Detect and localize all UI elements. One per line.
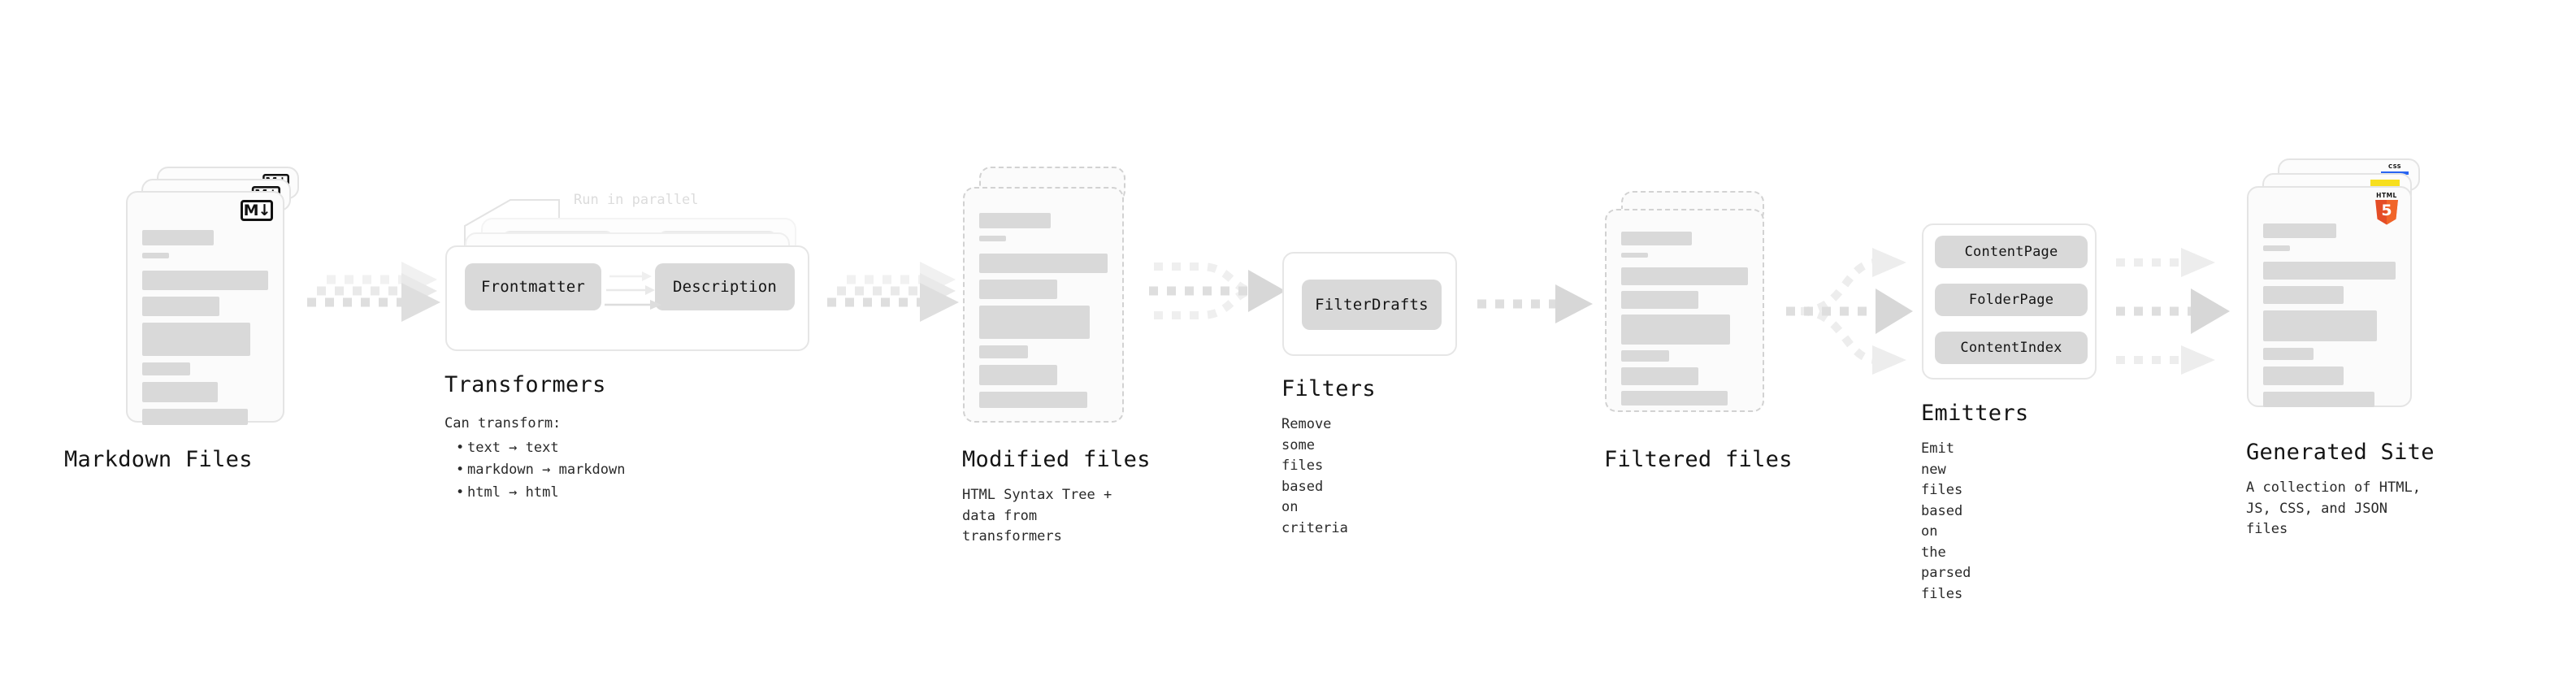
- content-bar: [2263, 367, 2344, 385]
- emitter-pill-contentpage[interactable]: ContentPage: [1935, 236, 2088, 268]
- emitters-description: Emit new files based on the parsed files: [1921, 440, 1971, 602]
- html5-icon-digit: 5: [2381, 201, 2392, 219]
- filtered-card-content: [1607, 210, 1763, 410]
- filter-pill-filterdrafts[interactable]: FilterDrafts: [1302, 280, 1442, 330]
- transformers-description-intro: Can transform:: [445, 415, 562, 432]
- content-bar: [979, 365, 1058, 385]
- content-bar: [1621, 291, 1699, 309]
- content-bar: [979, 254, 1108, 273]
- run-in-parallel-hint: Run in parallel: [574, 192, 699, 208]
- content-bar: [979, 280, 1058, 299]
- transformers-description: Can transform: text → text markdown → ma…: [445, 413, 625, 504]
- content-bar: [1621, 314, 1731, 345]
- filters-panel: FilterDrafts: [1282, 252, 1457, 356]
- content-bar: [142, 409, 249, 425]
- content-bar: [142, 362, 190, 375]
- transformer-panel-front: Frontmatter Description: [445, 245, 809, 351]
- stage-title-emitters: Emitters: [1921, 401, 2029, 426]
- content-bar: [979, 345, 1029, 358]
- generated-site-description: A collection of HTML, JS, CSS, and JSON …: [2246, 479, 2421, 537]
- content-bar: [979, 213, 1052, 228]
- modified-card-front: [963, 187, 1124, 423]
- content-bar: [979, 236, 1007, 241]
- content-bar: [1621, 350, 1670, 362]
- content-bar: [2263, 286, 2344, 304]
- arrow-transformers-to-modified: [827, 262, 959, 322]
- arrow-modified-to-filters: [1149, 262, 1286, 319]
- transformer-inner-arrows: [605, 271, 661, 310]
- content-bar: [1621, 253, 1648, 258]
- stage-title-modified-files: Modified files: [962, 447, 1151, 472]
- stage-title-filtered-files: Filtered files: [1604, 447, 1793, 472]
- modified-files-description: HTML Syntax Tree + data from transformer…: [962, 487, 1112, 544]
- arrow-markdown-to-transformers: [307, 262, 440, 322]
- content-bar: [142, 253, 169, 258]
- content-bar: [1621, 232, 1693, 245]
- html5-icon-label: HTML: [2376, 192, 2397, 199]
- site-card-content: [2249, 188, 2410, 407]
- markdown-icon: M↓: [241, 200, 273, 221]
- stage-generated-site: CSS JS HTML 5: [2246, 158, 2434, 537]
- content-bar: [142, 382, 218, 402]
- stage-markdown-files: M↓ M↓ M↓: [64, 167, 301, 472]
- filtered-card-stack: [1605, 191, 1780, 435]
- site-card-front-html: HTML 5: [2247, 186, 2412, 407]
- content-bar: [1621, 391, 1728, 406]
- transformer-input-pill[interactable]: Frontmatter: [465, 263, 601, 310]
- stage-title-generated-site: Generated Site: [2246, 440, 2435, 465]
- emitters-panel: ContentPage FolderPage ContentIndex: [1922, 223, 2097, 380]
- content-bar: [979, 306, 1090, 339]
- transformers-bullet-item: text → text: [456, 437, 625, 460]
- site-card-stack: CSS JS HTML 5: [2247, 158, 2434, 435]
- modified-card-content: [965, 189, 1122, 421]
- content-bar: [142, 297, 219, 316]
- content-bar: [142, 271, 268, 290]
- content-bar: [979, 392, 1087, 408]
- emitter-pill-folderpage[interactable]: FolderPage: [1935, 284, 2088, 316]
- arrow-emitters-to-site: [2116, 248, 2230, 375]
- markdown-icon-glyph: M↓: [243, 201, 271, 219]
- stage-title-transformers: Transformers: [445, 372, 606, 397]
- emitter-pill-contentindex[interactable]: ContentIndex: [1935, 332, 2088, 364]
- content-bar: [1621, 367, 1699, 385]
- stage-title-markdown-files: Markdown Files: [64, 447, 253, 472]
- content-bar: [2263, 223, 2336, 238]
- stage-title-filters: Filters: [1281, 376, 1376, 401]
- arrow-filters-to-filtered: [1477, 284, 1593, 323]
- filters-description: Remove some files based on criteria: [1281, 416, 1348, 536]
- html5-icon: HTML 5: [2373, 193, 2400, 225]
- content-bar: [2263, 392, 2374, 407]
- css-icon-label: CSS: [2388, 163, 2401, 170]
- markdown-card-stack: M↓ M↓ M↓: [126, 167, 301, 431]
- markdown-card-front: M↓: [126, 191, 284, 425]
- run-in-parallel-leader: [464, 199, 560, 254]
- content-bar: [142, 323, 251, 356]
- stage-filtered-files: Filtered files: [1604, 191, 1792, 472]
- content-bar: [2263, 245, 2290, 251]
- transformer-output-pill[interactable]: Description: [655, 263, 795, 310]
- filtered-card-front: [1605, 209, 1764, 412]
- content-bar: [2263, 348, 2314, 360]
- arrow-filtered-to-emitters: [1786, 248, 1913, 375]
- content-bar: [2263, 310, 2378, 341]
- transformers-bullet-item: markdown → markdown: [456, 459, 625, 482]
- transformers-bullet-list: text → text markdown → markdown html → h…: [445, 437, 625, 505]
- transformers-bullet-item: html → html: [456, 482, 625, 505]
- modified-card-stack: [963, 167, 1138, 431]
- stage-modified-files: Modified files HTML Syntax Tree + data f…: [962, 167, 1150, 544]
- content-bar: [1621, 267, 1748, 285]
- content-bar: [142, 230, 215, 245]
- markdown-card-content: [128, 193, 283, 425]
- content-bar: [2263, 262, 2396, 280]
